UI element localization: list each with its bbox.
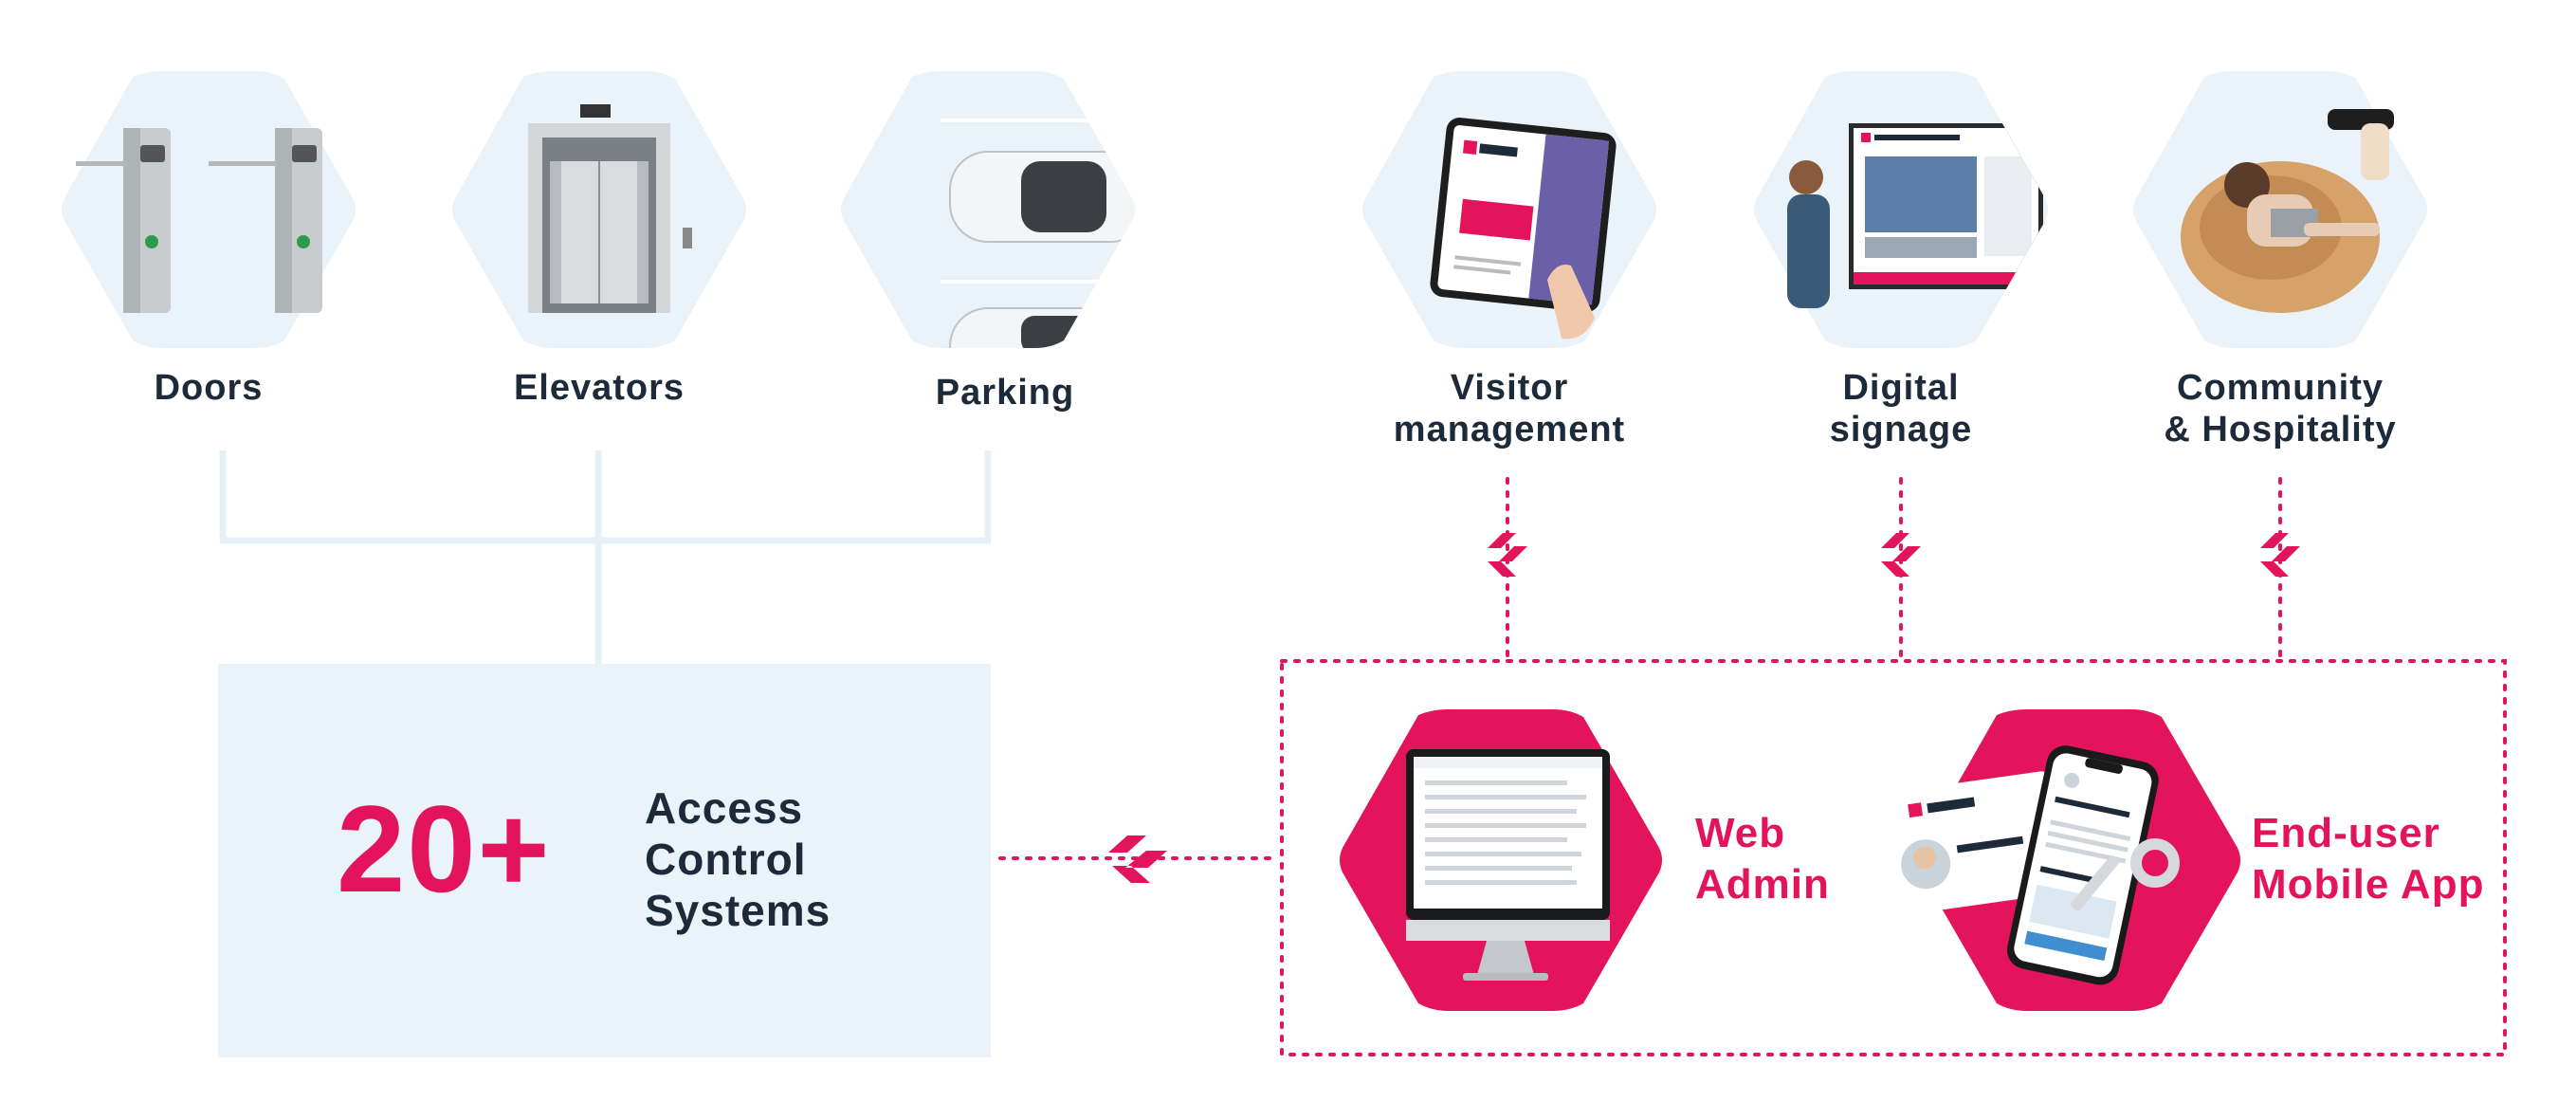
link-icon bbox=[1881, 533, 1921, 577]
doors-hexagon bbox=[57, 71, 360, 348]
web-admin-hexagon bbox=[1335, 709, 1667, 1011]
web-admin-label: Web Admin bbox=[1695, 810, 1830, 908]
signage-label: Digital signage bbox=[1829, 368, 1973, 450]
parking-hexagon bbox=[836, 71, 1140, 348]
elevator-icon bbox=[528, 104, 692, 313]
link-icon bbox=[2260, 533, 2300, 577]
community-label: Community & Hospitality bbox=[2164, 368, 2397, 450]
key-icon bbox=[2071, 838, 2180, 911]
desktop-monitor-icon bbox=[1406, 749, 1610, 981]
smartphone-icon bbox=[2006, 745, 2159, 985]
doors-label: Doors bbox=[154, 368, 264, 408]
access-control-count: 20+ bbox=[337, 780, 552, 918]
person-walking-icon bbox=[1787, 160, 1830, 308]
hand-icon bbox=[1547, 265, 1595, 340]
elevators-label: Elevators bbox=[513, 368, 685, 408]
signage-hexagon bbox=[1749, 71, 2053, 348]
beanbag-person-icon bbox=[2181, 109, 2394, 313]
turnstile-icon bbox=[76, 128, 322, 313]
parking-label: Parking bbox=[935, 373, 1075, 413]
elevators-hexagon bbox=[448, 71, 751, 348]
signage-screen-icon bbox=[1849, 123, 2043, 289]
visitor-label: Visitor management bbox=[1393, 368, 1626, 450]
tablet-icon bbox=[1430, 118, 1617, 313]
community-hexagon bbox=[2128, 71, 2432, 348]
link-icon bbox=[1108, 835, 1167, 883]
link-icon bbox=[1488, 533, 1527, 577]
access-control-label: Access Control Systems bbox=[645, 783, 831, 935]
mobile-app-label: End-user Mobile App bbox=[2252, 810, 2485, 908]
access-control-box bbox=[218, 664, 991, 1057]
mobile-app-mockup bbox=[1892, 745, 2180, 985]
visitor-hexagon bbox=[1358, 71, 1661, 348]
